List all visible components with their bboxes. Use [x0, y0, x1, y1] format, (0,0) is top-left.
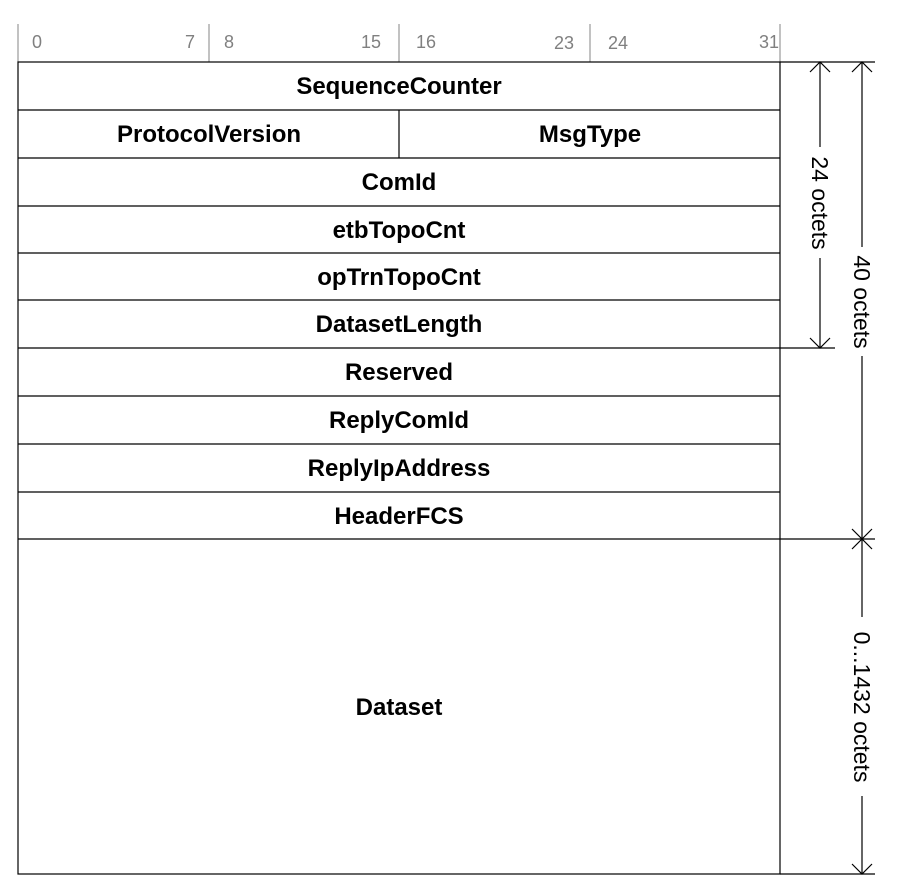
field-reserved: Reserved — [345, 359, 453, 386]
field-dataset-length: DatasetLength — [316, 311, 483, 338]
field-reply-com-id: ReplyComId — [329, 407, 469, 434]
field-protocol-version: ProtocolVersion — [117, 121, 301, 148]
field-com-id: ComId — [362, 169, 437, 196]
bit-label: 23 — [554, 33, 574, 53]
field-header-fcs: HeaderFCS — [334, 503, 463, 530]
dimension-label-dataset: 0...1432 octets — [849, 632, 875, 783]
field-etb-topo-cnt: etbTopoCnt — [333, 217, 466, 244]
arrow-up-icon — [851, 538, 873, 550]
frame-table: SequenceCounter ProtocolVersion MsgType … — [17, 61, 875, 875]
dimension-40-octets: 40 octets — [849, 61, 875, 540]
arrow-down-icon — [851, 863, 873, 875]
field-op-trn-topo-cnt: opTrnTopoCnt — [317, 264, 481, 291]
dimension-label-24: 24 octets — [807, 156, 833, 249]
dimension-markers: 24 octets 40 octets 0...1432 octets — [780, 61, 875, 875]
bit-ruler: 0 7 8 15 16 23 24 31 — [17, 24, 781, 62]
bit-label: 16 — [416, 32, 436, 52]
field-reply-ip-address: ReplyIpAddress — [308, 455, 491, 482]
bit-label: 7 — [185, 32, 195, 52]
arrow-up-icon — [851, 61, 873, 73]
bit-label: 31 — [759, 32, 779, 52]
frame-border — [17, 61, 781, 875]
dimension-dataset-octets: 0...1432 octets — [849, 538, 875, 875]
bit-label: 8 — [224, 32, 234, 52]
bit-label: 15 — [361, 32, 381, 52]
field-dataset: Dataset — [356, 694, 443, 721]
arrow-up-icon — [809, 61, 831, 73]
field-sequence-counter: SequenceCounter — [296, 73, 501, 100]
dimension-24-octets: 24 octets — [807, 61, 833, 349]
field-msg-type: MsgType — [539, 121, 641, 148]
bit-label: 24 — [608, 33, 628, 53]
dimension-label-40: 40 octets — [849, 255, 875, 348]
bit-label: 0 — [32, 32, 42, 52]
arrow-down-icon — [809, 337, 831, 349]
